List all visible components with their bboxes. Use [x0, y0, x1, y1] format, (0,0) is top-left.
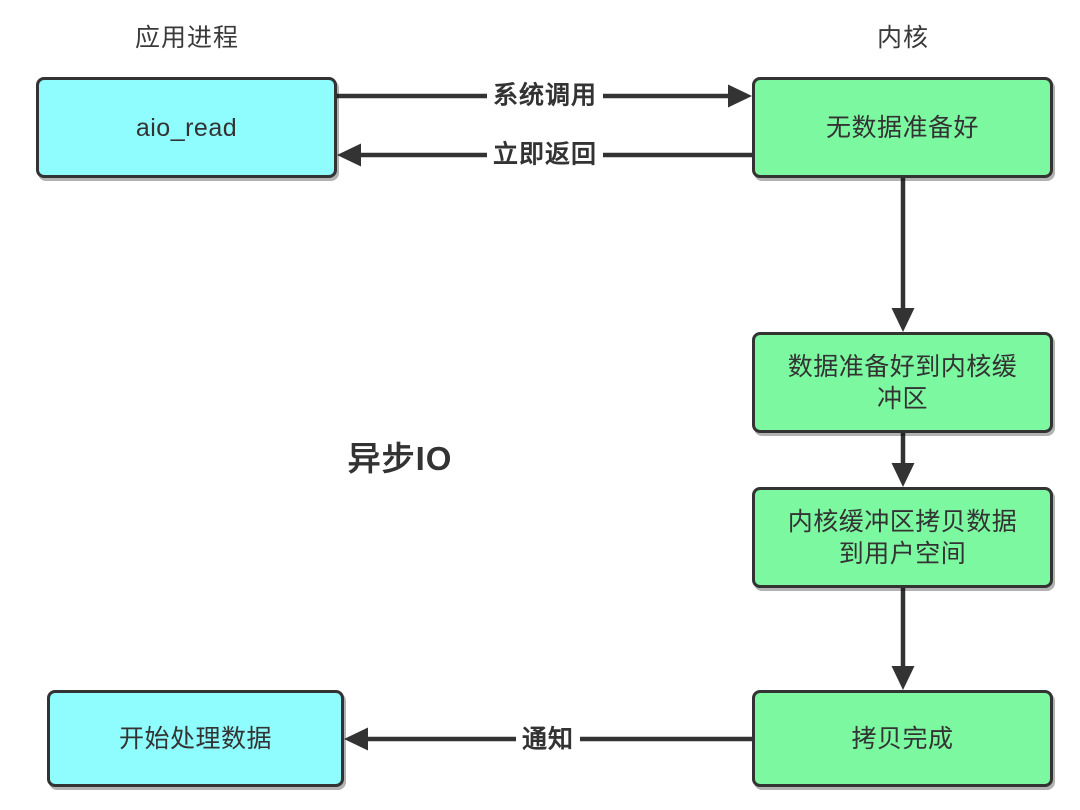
node-start-processing-data[interactable]: 开始处理数据: [47, 690, 344, 787]
node-no-data-ready-label: 无数据准备好: [825, 113, 979, 142]
edge-label-notify: 通知: [515, 726, 581, 754]
column-header-application-process: 应用进程: [134, 24, 240, 52]
node-aio-read-label: aio_read: [135, 113, 238, 142]
edge-label-syscall: 系统调用: [486, 82, 604, 110]
diagram-title: 异步IO: [347, 440, 453, 477]
column-header-kernel: 内核: [876, 24, 930, 52]
edge-copy-to-complete: [891, 588, 915, 690]
node-copy-kernel-buffer-to-user-space-label: 内核缓冲区拷贝数据 到用户空间: [787, 507, 1018, 568]
node-data-ready-to-kernel-buffer[interactable]: 数据准备好到内核缓 冲区: [752, 332, 1053, 433]
node-copy-kernel-buffer-to-user-space[interactable]: 内核缓冲区拷贝数据 到用户空间: [752, 487, 1053, 588]
node-copy-complete[interactable]: 拷贝完成: [752, 690, 1053, 787]
node-start-processing-data-label: 开始处理数据: [118, 724, 272, 753]
edge-label-immediate-return: 立即返回: [486, 141, 604, 169]
node-copy-complete-label: 拷贝完成: [851, 724, 954, 753]
node-data-ready-to-kernel-buffer-label: 数据准备好到内核缓 冲区: [787, 352, 1018, 413]
edge-data-ready-to-copy: [891, 433, 915, 487]
edge-no-data-to-data-ready: [891, 178, 915, 332]
node-no-data-ready[interactable]: 无数据准备好: [752, 77, 1053, 178]
node-aio-read[interactable]: aio_read: [36, 77, 337, 178]
